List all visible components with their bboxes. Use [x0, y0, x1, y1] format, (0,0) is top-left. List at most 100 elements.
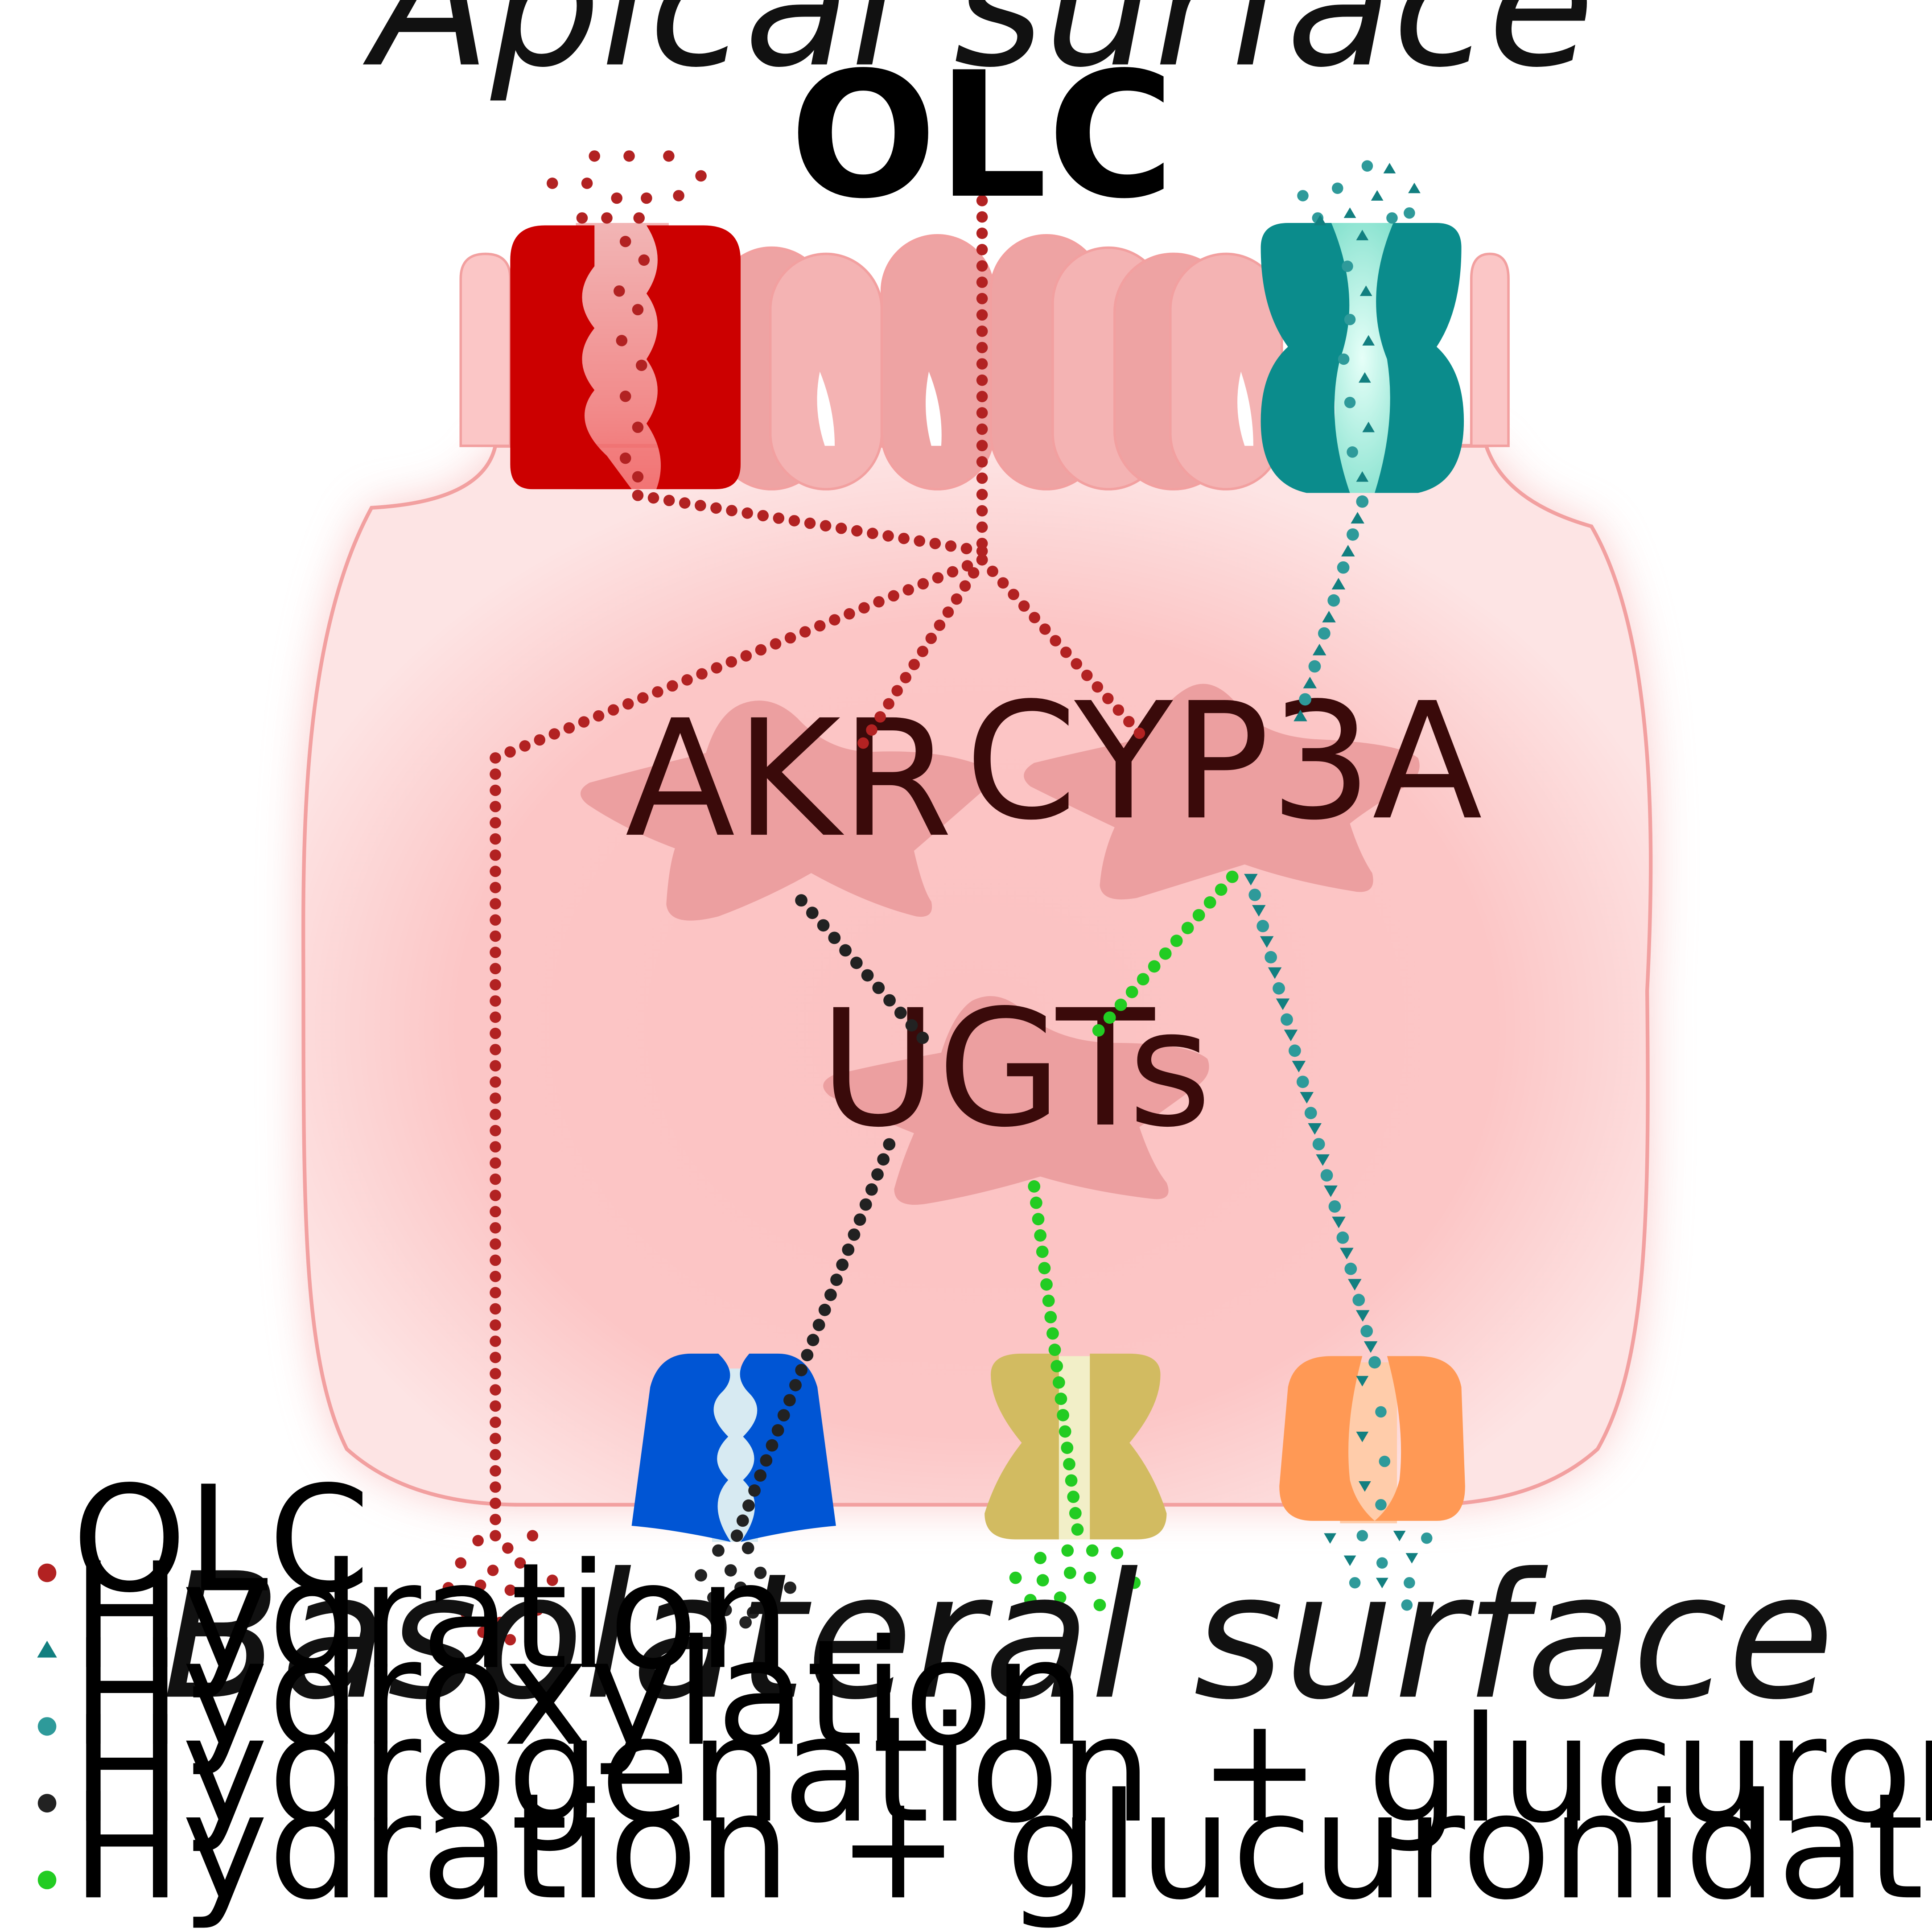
hydrogenation-glucuronidation-pathway-dot: [771, 1424, 784, 1437]
olc-cloud-dot: [487, 1565, 499, 1576]
legend-marker-dot: [37, 1717, 57, 1736]
olc-cloud-dot: [502, 1542, 514, 1554]
hydration-pathway-marker: [1327, 594, 1340, 607]
hydration-glucuronidation-pathway-dot: [1125, 985, 1138, 998]
olc-pathway-dot: [490, 1287, 501, 1298]
hydrogenation-glucuronidation-cloud-dot: [741, 1542, 754, 1554]
hydration-pathway-marker: [1289, 1044, 1301, 1057]
metabolic-pathways: [490, 195, 1391, 1542]
olc-pathway-dot: [563, 722, 575, 734]
hydrogenation-glucuronidation-cloud-dot: [754, 1566, 767, 1579]
hydration-glucuronidation-pathway-dot: [1046, 1327, 1059, 1340]
hydrogenation-glucuronidation-cloud-dot: [746, 1606, 759, 1619]
hydrogenation-glucuronidation-pathway-dot: [812, 1318, 825, 1331]
olc-pathway-dot: [490, 865, 501, 877]
hydrogenation-glucuronidation-pathway-dot: [795, 894, 807, 907]
olc-cloud-dot: [504, 1584, 516, 1596]
hydration-pathway-marker: [1299, 693, 1312, 706]
hydroxylation-pathway-dot: [1347, 446, 1358, 458]
olc-pathway-dot: [898, 532, 910, 544]
hydrogenation-glucuronidation-cloud-dot: [739, 1616, 752, 1629]
metabolite-clouds: [442, 150, 1433, 1646]
enzyme-cyp3a: CYP3A: [965, 668, 1483, 900]
olc-pathway-dot: [490, 1400, 501, 1412]
olc-pathway-dot: [490, 930, 501, 942]
olc-pathway-dot: [932, 572, 944, 584]
hydration-pathway-marker: [1364, 1341, 1378, 1353]
hydration-pathway-marker: [1304, 1107, 1317, 1120]
hydration-glucuronidation-pathway-dot: [1137, 973, 1149, 986]
hydration-pathway-marker: [1312, 643, 1326, 655]
olc-pathway-dot: [490, 1465, 501, 1477]
hydration-glucuronidation-pathway-dot: [1032, 1213, 1045, 1226]
hydrogenation-glucuronidation-pathway-dot: [817, 919, 830, 932]
microvillus: [769, 252, 883, 490]
olc-pathway-dot: [490, 1076, 501, 1088]
olc-pathway-dot: [490, 963, 501, 975]
hydration-cloud-marker: [1405, 1553, 1418, 1564]
hydration-glucuronidation-cloud-dot: [1034, 1552, 1047, 1565]
olc-pathway-dot: [857, 737, 869, 749]
hydroxylation-cloud-dot: [1297, 190, 1309, 202]
hydrogenation-glucuronidation-pathway-dot: [842, 1243, 855, 1256]
hydration-glucuronidation-cloud-dot: [1054, 1591, 1067, 1604]
olc-pathway-dot: [902, 584, 914, 596]
hydrogenation-glucuronidation-pathway-dot: [801, 1349, 814, 1361]
hydrogenation-glucuronidation-cloud-dot: [784, 1581, 796, 1594]
hydrogenation-glucuronidation-pathway-dot: [789, 1379, 802, 1392]
hydration-pathway-marker: [1368, 1356, 1381, 1369]
hydration-pathway-marker: [1308, 660, 1321, 673]
enzyme-akr: AKR: [580, 686, 990, 921]
olc-pathway-dot: [619, 452, 631, 464]
hydration-pathway-marker: [1347, 528, 1359, 541]
olc-pathway-dot: [784, 632, 796, 644]
hydrogenation-glucuronidation-pathway-dot: [807, 1334, 820, 1347]
apical-transporter-teal: [1261, 222, 1464, 493]
hydration-glucuronidation-pathway-dot: [1059, 1425, 1071, 1438]
hydration-glucuronidation-pathway-dot: [1159, 947, 1172, 960]
hydration-glucuronidation-cloud-dot: [1063, 1566, 1076, 1579]
olc-pathway-dot: [490, 1011, 501, 1023]
hydration-glucuronidation-cloud-dot: [1083, 1571, 1096, 1584]
hydrogenation-glucuronidation-pathway-dot: [818, 1303, 831, 1316]
hydration-pathway-marker: [1308, 1123, 1322, 1135]
olc-pathway-dot: [632, 421, 644, 433]
olc-pathway-dot: [490, 1319, 501, 1331]
olc-pathway-dot: [900, 671, 911, 684]
hydration-pathway-marker: [1362, 335, 1375, 346]
hydration-pathway-marker: [1260, 936, 1274, 948]
olc-pathway-dot: [976, 195, 988, 206]
hydration-pathway-marker: [1355, 1310, 1370, 1322]
hydration-glucuronidation-cloud-dot: [1024, 1594, 1037, 1607]
hydroxylation-cloud-dot: [1356, 1530, 1368, 1541]
hydrogenation-glucuronidation-pathway-dot: [905, 1019, 918, 1032]
olc-pathway-dot: [490, 1108, 501, 1120]
olc-pathway-dot: [490, 1335, 501, 1347]
hydration-glucuronidation-pathway-dot: [1038, 1262, 1051, 1274]
olc-pathway-dot: [519, 740, 531, 752]
olc-cloud-dot: [531, 1604, 544, 1616]
hydration-glucuronidation-pathway-dot: [1226, 870, 1239, 883]
enzyme-ugts-label: UGTs: [820, 976, 1212, 1163]
hydration-pathway-marker: [1362, 421, 1375, 433]
olc-pathway-dot: [976, 456, 988, 468]
hydrogenation-glucuronidation-pathway-dot: [872, 981, 885, 994]
hydration-pathway-marker: [1322, 610, 1336, 622]
hydroxylation-cloud-dot: [1361, 160, 1373, 172]
hydration-pathway-marker: [1348, 1279, 1362, 1291]
olc-pathway-dot: [1071, 658, 1083, 670]
olc-pathway-dot: [490, 1254, 501, 1266]
legend-marker-triangle: [37, 1640, 57, 1658]
hydrogenation-glucuronidation-pathway-dot: [861, 969, 874, 982]
enzyme-akr-label: AKR: [625, 686, 953, 873]
hydroxylation-cloud-dot: [1376, 1557, 1388, 1569]
hydration-pathway-marker: [1312, 1138, 1325, 1150]
olc-pathway-dot: [773, 512, 785, 524]
olc-cloud-dot: [581, 177, 593, 189]
olc-pathway-dot: [976, 423, 988, 435]
hydration-pathway-marker: [1300, 1092, 1314, 1104]
hydration-glucuronidation-pathway-dot: [1052, 1376, 1065, 1389]
hydrogenation-glucuronidation-pathway-dot: [730, 1529, 743, 1542]
